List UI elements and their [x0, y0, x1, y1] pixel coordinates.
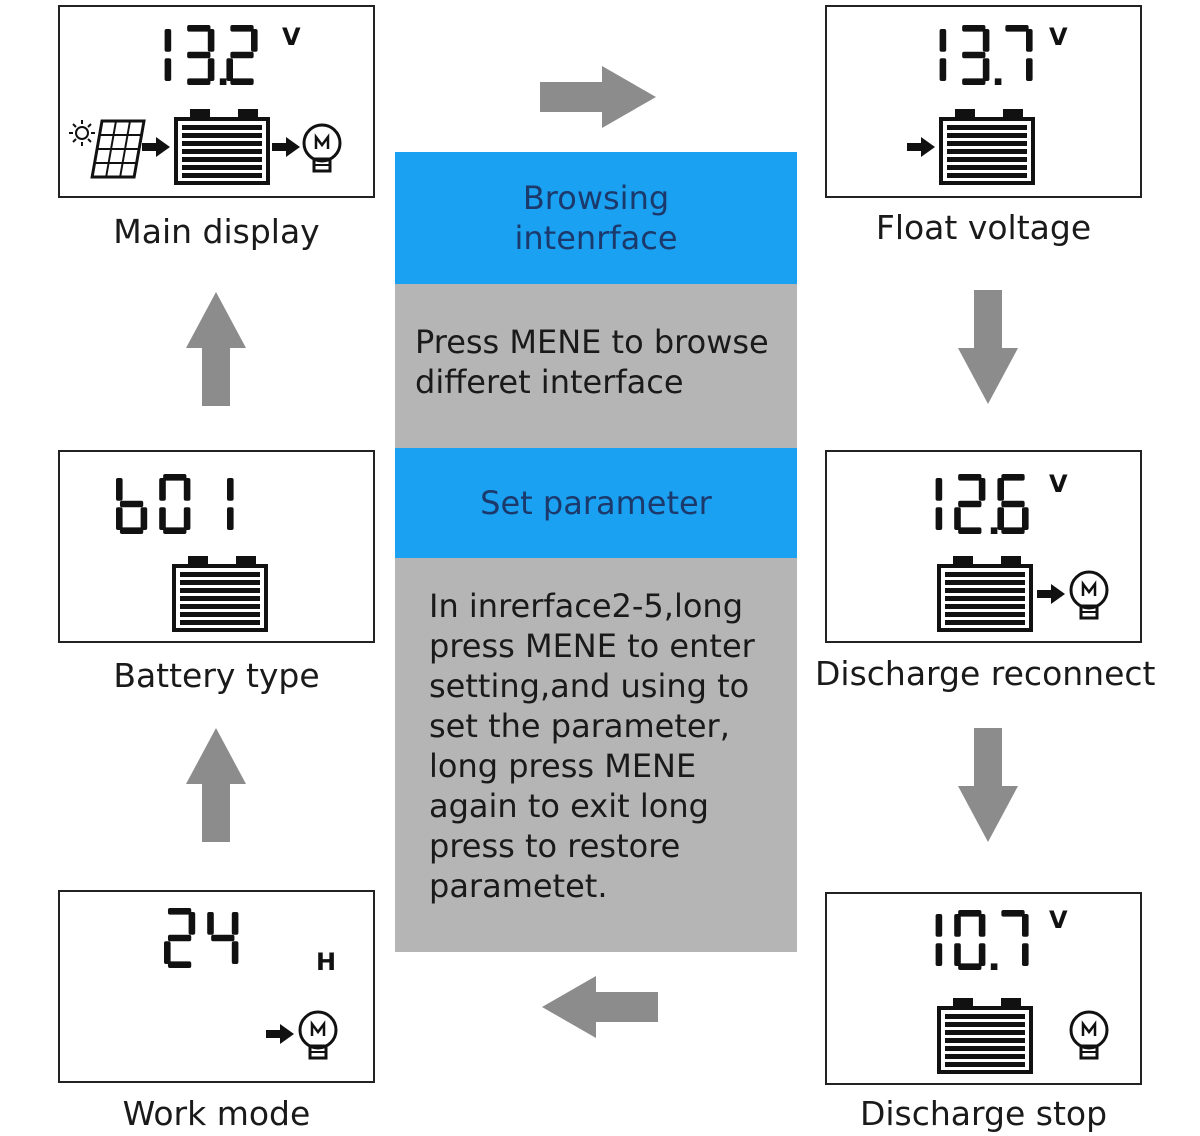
set-parameter-line: press to restore: [429, 827, 681, 865]
battery-icon: [172, 556, 268, 632]
set-parameter-line: press MENE to enter: [429, 627, 755, 665]
digit-0: [954, 910, 986, 970]
float-voltage-label: Float voltage: [875, 208, 1092, 247]
discharge-stop-label: Discharge stop: [859, 1094, 1108, 1133]
digit-2: [226, 25, 258, 85]
sun-icon: [69, 120, 95, 146]
battery-type-screen: [58, 450, 375, 643]
set-parameter-line: In inrerface2-5,long: [429, 587, 744, 625]
digit-7: [1005, 25, 1033, 82]
digit-4: [207, 911, 239, 965]
bulb-icon: [1069, 570, 1109, 620]
digit-b: [116, 477, 148, 534]
browsing-description-line2: differet interface: [415, 363, 684, 401]
bulb-icon: [302, 123, 342, 173]
set-parameter-line: again to exit long: [429, 787, 709, 825]
seven-segment-readout: [939, 25, 1033, 85]
browsing-header-line2: intenrface: [514, 219, 678, 257]
battery-icon: [939, 109, 1035, 185]
decimal-point: [994, 78, 1002, 85]
discharge-reconnect-label: Discharge reconnect: [815, 654, 1156, 693]
unit-label: V: [1049, 23, 1068, 51]
decimal-point: [219, 78, 227, 85]
unit-label: V: [1049, 906, 1068, 934]
seven-segment-readout: [935, 474, 1029, 534]
digit-1: [935, 477, 943, 531]
battery-icon: [174, 109, 270, 185]
browsing-header-line1: Browsing: [522, 179, 670, 217]
set-parameter-line: parametet.: [429, 867, 608, 905]
browsing-description-line1: Press MENE to browse: [415, 323, 769, 361]
digit-1: [227, 477, 234, 531]
work-mode-label: Work mode: [122, 1094, 311, 1133]
discharge-stop-screen: V: [825, 892, 1142, 1085]
digit-6: [997, 474, 1029, 534]
digit-2: [954, 474, 986, 534]
main-display-label: Main display: [113, 212, 320, 251]
arrow-right-icon: [907, 137, 935, 157]
battery-icon: [937, 556, 1033, 632]
set-parameter-line: setting,and using to: [429, 667, 750, 705]
arrow-up-icon: [186, 292, 246, 406]
bulb-icon: [298, 1010, 338, 1060]
float-voltage-screen: V: [825, 5, 1142, 198]
unit-label: H: [316, 948, 336, 976]
arrow-down-icon: [958, 290, 1018, 404]
unit-label: V: [1049, 470, 1068, 498]
arrow-right-icon: [272, 137, 300, 157]
arrow-right-icon: [142, 137, 170, 157]
seven-segment-readout: [935, 910, 1029, 970]
decimal-point: [990, 963, 998, 970]
solar-panel-icon: [90, 119, 146, 179]
digit-2: [164, 908, 196, 968]
set-parameter-header: Set parameter: [395, 448, 797, 558]
bulb-icon: [1069, 1010, 1109, 1060]
digit-1: [939, 28, 947, 82]
discharge-reconnect-screen: V: [825, 450, 1142, 643]
digit-3: [962, 25, 990, 85]
work-mode-screen: H: [58, 890, 375, 1083]
digit-3: [187, 25, 215, 85]
set-parameter-line: long press MENE: [429, 747, 697, 785]
arrow-right-icon: [540, 66, 656, 128]
arrow-down-icon: [958, 728, 1018, 842]
battery-type-label: Battery type: [113, 656, 320, 695]
browsing-interface-header: Browsing intenrface: [395, 152, 797, 284]
digit-0: [159, 474, 191, 534]
arrow-up-icon: [186, 728, 246, 842]
arrow-left-icon: [542, 976, 658, 1038]
set-parameter-title: Set parameter: [480, 484, 712, 522]
decimal-point: [990, 527, 998, 534]
seven-segment-readout: [164, 908, 239, 968]
digit-1: [935, 913, 943, 967]
set-parameter-description: In inrerface2-5,long press MENE to enter…: [395, 558, 797, 952]
unit-label: V: [282, 23, 301, 51]
arrow-right-icon: [266, 1024, 294, 1044]
digit-7: [1001, 910, 1029, 967]
main-display-screen: V: [58, 5, 375, 198]
arrow-right-icon: [1037, 584, 1065, 604]
browsing-description: Press MENE to browse differet interface: [395, 284, 797, 448]
seven-segment-readout: [164, 25, 258, 85]
battery-icon: [937, 998, 1033, 1074]
digit-1: [164, 28, 172, 82]
seven-segment-readout: [116, 474, 234, 534]
set-parameter-line: set the parameter,: [429, 707, 730, 745]
